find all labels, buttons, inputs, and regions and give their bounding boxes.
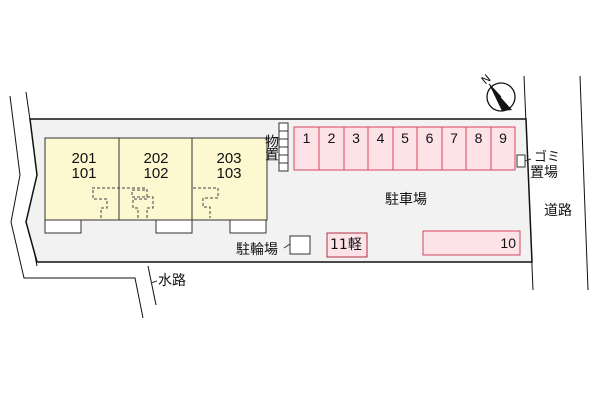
stall-4-number: 4 <box>376 130 385 146</box>
stall-1-number: 1 <box>302 130 311 146</box>
waterway-right-line <box>147 265 157 306</box>
unit-1-upper: 201 <box>71 150 97 167</box>
stall-6-number: 6 <box>425 130 434 146</box>
storage-label: 物置 <box>263 134 279 160</box>
porch-3 <box>229 219 267 234</box>
waterway-leader-line <box>150 280 158 284</box>
waterway-label: 水路 <box>158 273 186 289</box>
unit-3-lower: 103 <box>216 165 242 182</box>
stall-5-number: 5 <box>401 130 409 146</box>
building-outline <box>44 137 268 221</box>
porch-1 <box>44 219 82 234</box>
stall-10-number: 10 <box>500 235 516 251</box>
bicycle-parking-box <box>289 235 311 255</box>
garbage-label-line1: ゴミ <box>534 150 561 165</box>
storage-lockers <box>278 122 289 172</box>
unit-1-label: 201 101 <box>64 151 104 181</box>
stall-11-label: 11軽 <box>330 237 362 253</box>
garbage-leader-line <box>524 158 532 162</box>
stall-9-number: 9 <box>499 130 507 146</box>
stair-dashed-lines <box>92 187 219 218</box>
unit-2-lower: 102 <box>143 165 169 182</box>
stall-7-number: 7 <box>450 130 458 146</box>
unit-2-label: 202 102 <box>136 151 176 181</box>
stall-8-number: 8 <box>474 130 483 146</box>
stall-2-number: 2 <box>327 130 336 146</box>
road-label: 道路 <box>544 203 572 219</box>
waterway-left-outer <box>9 95 144 319</box>
compass-icon <box>486 82 516 112</box>
parking-stalls-row <box>293 126 516 171</box>
unit-3-label: 203 103 <box>209 151 249 181</box>
parking-stall-11 <box>326 232 368 258</box>
garbage-box <box>516 154 526 168</box>
porch-2 <box>155 219 193 234</box>
bicycle-parking-label: 駐輪場 <box>236 242 278 258</box>
road-edge-right <box>579 75 589 291</box>
unit-1-lower: 101 <box>71 165 97 182</box>
garbage-label-line2: 置場 <box>530 165 558 181</box>
stall-3-number: 3 <box>352 130 360 146</box>
unit-3-upper: 203 <box>216 150 242 167</box>
bicycle-leader-line <box>283 243 291 249</box>
parking-area-label: 駐車場 <box>385 192 427 208</box>
parking-stall-10 <box>422 230 521 256</box>
unit-2-upper: 202 <box>143 150 169 167</box>
